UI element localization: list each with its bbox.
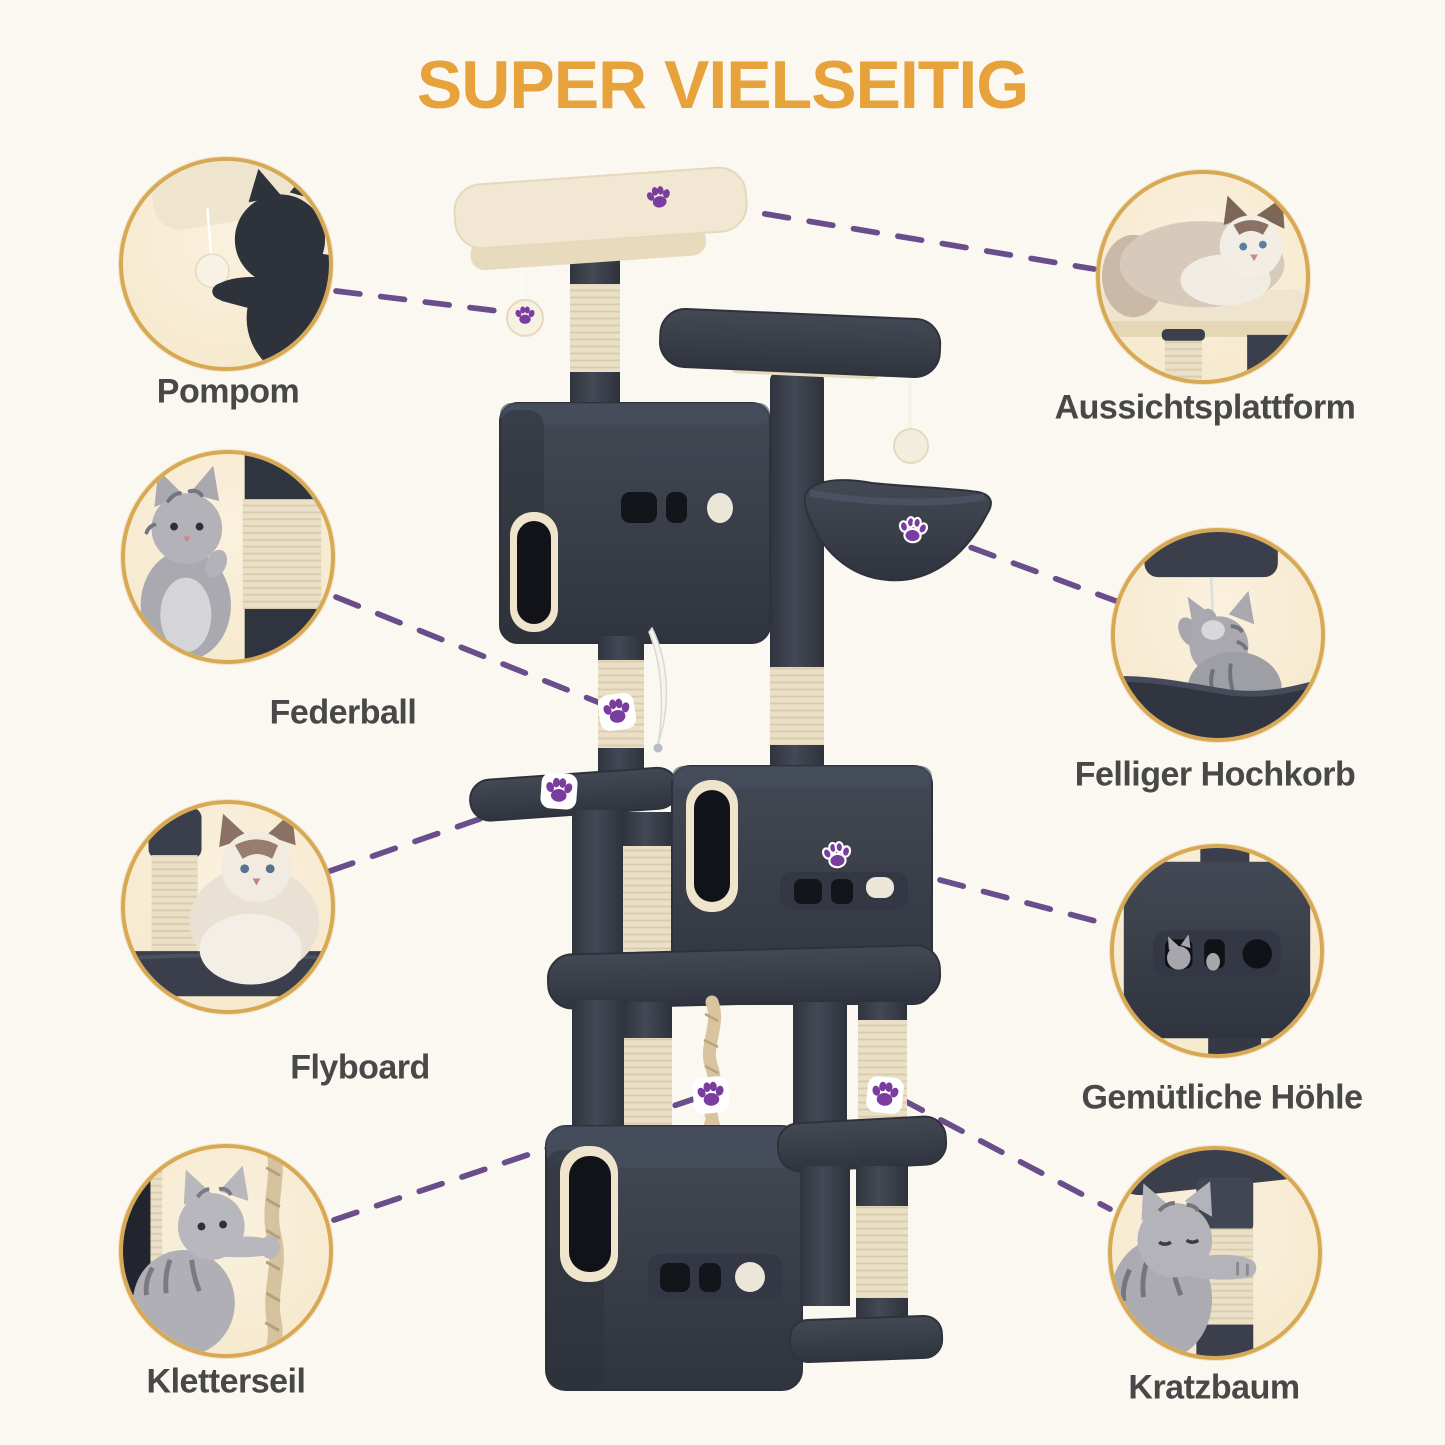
top-platform bbox=[453, 166, 748, 271]
feature-label-flyboard: Flyboard bbox=[290, 1048, 430, 1087]
grey-kitten bbox=[140, 465, 231, 660]
feature-label-gemuetliche-hoehle: Gemütliche Höhle bbox=[1081, 1078, 1363, 1117]
paw-badge bbox=[540, 772, 578, 810]
plush-basket bbox=[803, 479, 992, 582]
rope bbox=[264, 1148, 284, 1354]
page-title: SUPER VIELSEITIG bbox=[416, 47, 1029, 123]
feature-photo-felliger-hochkorb bbox=[1111, 528, 1325, 742]
posts-below-flyboard bbox=[572, 810, 672, 960]
feature-photo-kratzbaum bbox=[1108, 1146, 1322, 1360]
grey-kitten bbox=[132, 1165, 280, 1354]
callout-line-felliger-hochkorb bbox=[926, 529, 1119, 604]
kitten-in-plush-basket-photo bbox=[1115, 532, 1321, 738]
feature-label-kratzbaum: Kratzbaum bbox=[1128, 1368, 1300, 1407]
fluffy-cat-on-board-photo bbox=[125, 807, 331, 997]
feature-photo-pompom bbox=[119, 157, 333, 371]
kitten-at-sisal-post-photo bbox=[140, 454, 322, 660]
peeking-kitten bbox=[1166, 934, 1220, 971]
base-board bbox=[788, 1314, 944, 1363]
second-platform bbox=[659, 307, 942, 380]
climbing-rope bbox=[702, 995, 722, 1137]
callout-line-pompom bbox=[333, 288, 509, 315]
paw-badge bbox=[597, 692, 637, 732]
callout-line-kratzbaum bbox=[898, 1096, 1113, 1212]
kitten-climbing-rope-photo bbox=[123, 1148, 284, 1354]
feature-label-kletterseil: Kletterseil bbox=[146, 1362, 306, 1401]
feature-label-pompom: Pompom bbox=[156, 372, 300, 411]
upper-cat-house bbox=[499, 402, 771, 644]
feature-label-felliger-hochkorb: Felliger Hochkorb bbox=[1074, 755, 1356, 794]
feature-label-aussichtsplattform: Aussichtsplattform bbox=[1054, 388, 1356, 427]
paw-badge bbox=[692, 1076, 730, 1114]
center-post bbox=[770, 372, 824, 772]
top-post bbox=[570, 232, 620, 410]
middle-cat-house bbox=[671, 765, 933, 1005]
paw-badge bbox=[866, 1076, 904, 1114]
cat-batting-pompom-photo bbox=[147, 161, 329, 367]
feature-label-federball: Federball bbox=[269, 693, 417, 732]
feature-photo-gemuetliche-hoehle bbox=[1110, 844, 1324, 1058]
ragdoll-cat bbox=[189, 811, 320, 985]
bottom-cat-house bbox=[545, 1125, 803, 1391]
pompom-toy-2 bbox=[893, 376, 929, 464]
feature-photo-aussichtsplattform bbox=[1096, 170, 1310, 384]
dark-cat-silhouette bbox=[212, 166, 329, 367]
paw-markers bbox=[514, 184, 931, 1114]
cat-hugging-scratch-post-photo bbox=[1112, 1150, 1318, 1356]
callout-line-federball bbox=[333, 594, 603, 706]
lower-left-posts bbox=[572, 1000, 672, 1132]
pompom-ball bbox=[194, 253, 230, 289]
mid-base-platform bbox=[547, 944, 942, 1010]
feature-photo-kletterseil bbox=[119, 1144, 333, 1358]
right-platform-posts bbox=[800, 1166, 908, 1328]
upper-block bbox=[1144, 532, 1278, 578]
cat-cave-peek-holes-photo bbox=[1123, 848, 1311, 1054]
cat-on-top-platform-photo bbox=[1100, 195, 1306, 380]
right-platform bbox=[776, 1115, 948, 1173]
feature-photo-federball bbox=[121, 450, 335, 664]
fluffy-cat-lying bbox=[1101, 195, 1285, 318]
feature-photo-flyboard bbox=[121, 800, 335, 1014]
cat-tree bbox=[453, 166, 992, 1391]
